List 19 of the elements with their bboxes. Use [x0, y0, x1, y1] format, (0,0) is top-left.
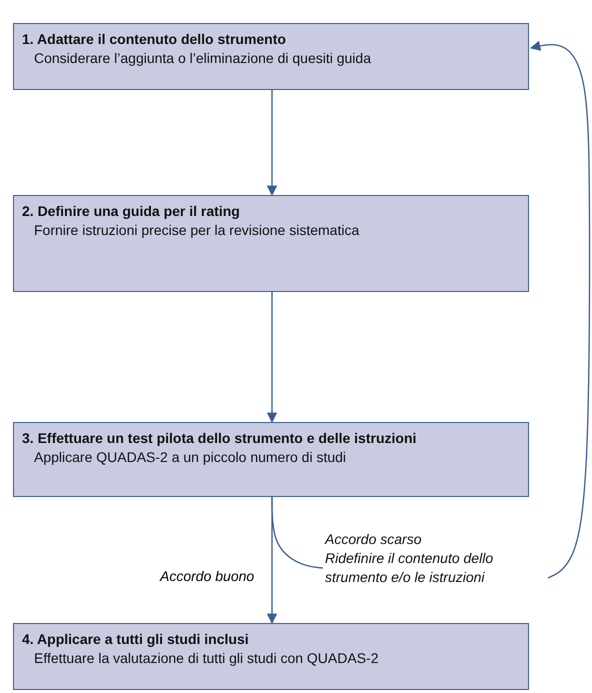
branch-label: Accordo scarso — [325, 530, 422, 549]
step-description: Fornire istruzioni precise per la revisione sistematica — [33, 221, 360, 240]
step-title: 1. Adattare il contenuto dello strumento — [22, 30, 287, 49]
connector-line — [271, 497, 324, 569]
edge-label: Accordo buono — [158, 568, 256, 584]
step-description: Considerare l’aggiunta o l’eliminazione di quesiti guida — [33, 49, 372, 68]
arrow — [266, 292, 278, 424]
process-box — [13, 623, 529, 690]
step-description: Effettuare la valutazione di tutti gli studi con QUADAS-2 — [33, 649, 380, 668]
step-title: 2. Definire una guida per il rating — [22, 202, 241, 221]
step-title: 4. Applicare a tutti gli studi inclusi — [22, 630, 250, 649]
process-box — [13, 23, 529, 90]
step-title: 3. Effettuare un test pilota dello strumento e delle istruzioni — [22, 429, 418, 448]
branch-description: Ridefinire il contenuto dello strumento e/o le istruzioni — [325, 549, 494, 587]
arrow — [530, 40, 590, 579]
step-description: Applicare QUADAS-2 a un piccolo numero di studi — [33, 448, 348, 467]
process-box — [13, 422, 529, 497]
process-box — [13, 195, 529, 292]
arrow — [266, 90, 278, 196]
